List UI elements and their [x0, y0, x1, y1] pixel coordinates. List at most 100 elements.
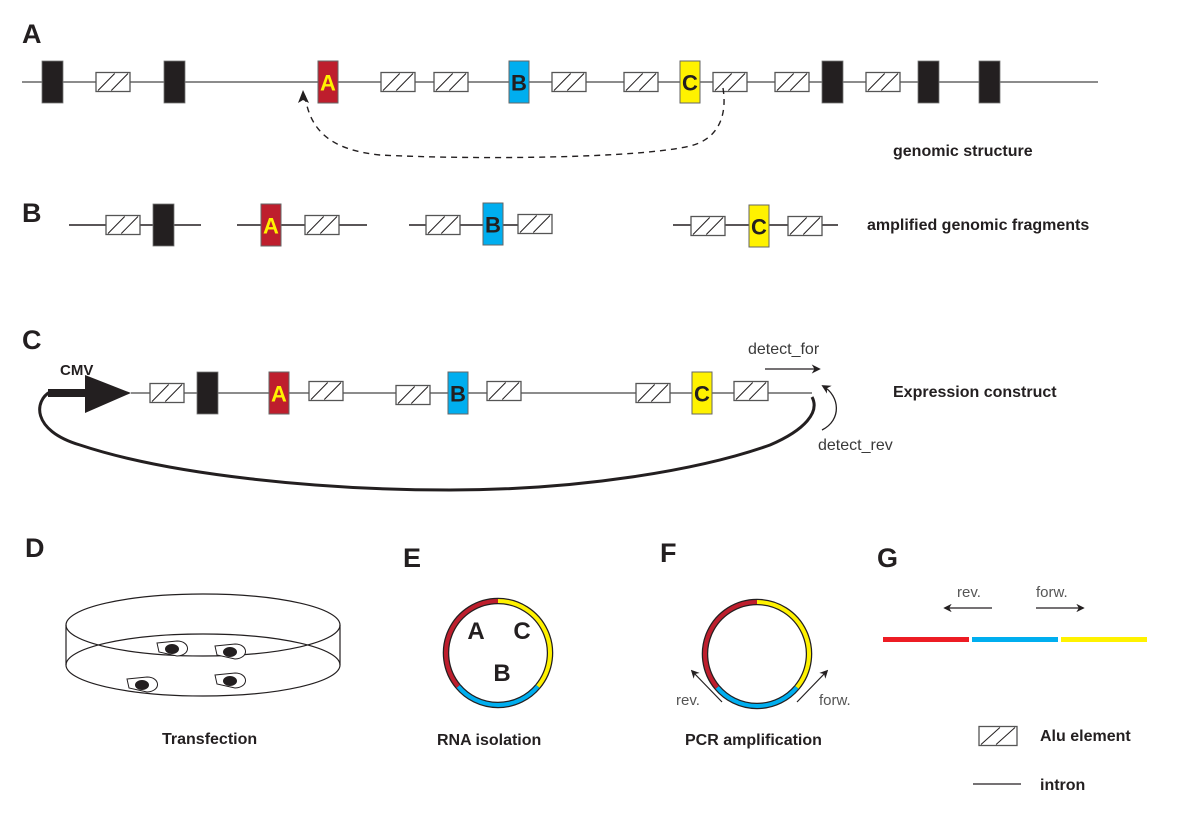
panel-g: G rev. forw. — [877, 543, 1147, 642]
constitutive-exon — [152, 203, 175, 247]
product-segment-c — [1061, 637, 1147, 642]
exon-label: C — [751, 215, 767, 240]
exon-label: B — [511, 71, 527, 96]
pcr-circle — [701, 598, 813, 710]
caption-amplified-fragments: amplified genomic fragments — [867, 217, 1089, 234]
alu-element-icon — [623, 71, 659, 93]
exon-a: A — [268, 371, 290, 415]
cell-icon — [214, 672, 246, 689]
constitutive-exon — [978, 60, 1001, 104]
circle-label-b: B — [493, 660, 510, 687]
panel-letter-g: G — [877, 543, 898, 573]
transcript-segment — [497, 599, 552, 688]
circle-label-c: C — [513, 618, 530, 645]
panel-letter-f: F — [660, 538, 677, 568]
exon-label: A — [271, 382, 287, 407]
legend: Alu element intron — [973, 725, 1131, 794]
petri-dish-icon — [65, 593, 341, 697]
alu-element-icon — [635, 382, 671, 404]
panel-b: B A B C amplified genomic fragments — [22, 198, 1089, 248]
exon-label: A — [263, 214, 279, 239]
transcript-segment — [756, 600, 811, 689]
exon-label: C — [682, 71, 698, 96]
transcript-segment — [703, 600, 758, 689]
caption-genomic-structure: genomic structure — [893, 143, 1033, 160]
circle-label-a: A — [467, 618, 484, 645]
transcript-segment — [456, 685, 540, 707]
alu-element-icon — [712, 71, 748, 93]
exon-label: A — [320, 71, 336, 96]
legend-alu-icon — [978, 725, 1018, 747]
panel-letter-b: B — [22, 198, 42, 228]
exon-label: B — [450, 382, 466, 407]
g-rev-label: rev. — [957, 584, 981, 601]
legend-intron-label: intron — [1040, 777, 1085, 794]
exon-c: C — [691, 371, 713, 415]
transcript-segment — [444, 599, 499, 688]
constitutive-exon — [917, 60, 940, 104]
alu-element-icon — [149, 382, 185, 404]
constitutive-exon — [163, 60, 186, 104]
exon-b: B — [482, 202, 504, 246]
alu-element-icon — [787, 215, 823, 237]
f-rev-label: rev. — [676, 692, 700, 709]
exon-a: A — [317, 60, 339, 104]
alu-element-icon — [308, 380, 344, 402]
constitutive-exon — [41, 60, 64, 104]
alu-element-icon — [517, 213, 553, 235]
exon-a: A — [260, 203, 282, 247]
constitutive-exon — [821, 60, 844, 104]
detect-rev-arrow-icon — [821, 385, 837, 431]
cmv-label: CMV — [60, 362, 93, 379]
alu-element-icon — [433, 71, 469, 93]
exon-b: B — [508, 60, 530, 104]
panel-f: F rev. forw. PCR amplification — [660, 538, 851, 749]
detect-rev-label: detect_rev — [818, 437, 893, 454]
panel-a: A A B C genomic structure — [22, 19, 1098, 160]
alu-element-icon — [425, 214, 461, 236]
cmv-promoter-arrow-icon — [85, 375, 131, 413]
caption-rna-isolation: RNA isolation — [437, 732, 541, 749]
alu-element-icon — [304, 214, 340, 236]
exon-c: C — [679, 60, 701, 104]
rev-primer-arrow-icon — [690, 669, 723, 703]
alu-element-icon — [380, 71, 416, 93]
f-forw-label: forw. — [819, 692, 851, 709]
g-forw-label: forw. — [1036, 584, 1068, 601]
alu-element-icon — [551, 71, 587, 93]
product-segment-a — [883, 637, 969, 642]
alu-element-icon — [395, 384, 431, 406]
panel-letter-c: C — [22, 325, 42, 355]
caption-expression-construct: Expression construct — [893, 384, 1057, 401]
caption-transfection: Transfection — [162, 731, 257, 748]
caption-pcr-amplification: PCR amplification — [685, 732, 822, 749]
panel-letter-e: E — [403, 543, 421, 573]
detect-for-label: detect_for — [748, 341, 820, 358]
panel-c: C CMV A B C detect_for detect_rev Expressi… — [22, 325, 1057, 492]
exon-c: C — [748, 204, 770, 248]
alu-element-icon — [865, 71, 901, 93]
splice-arrow — [304, 87, 725, 159]
panel-e: E A C B RNA isolation — [403, 543, 554, 749]
cell-icon — [126, 676, 158, 693]
panel-d: D Transfection — [25, 533, 341, 748]
alu-element-icon — [690, 215, 726, 237]
alu-element-icon — [486, 380, 522, 402]
exon-label: C — [694, 382, 710, 407]
transcript-segment — [715, 686, 799, 708]
forw-primer-arrow-icon — [796, 669, 829, 703]
panel-letter-d: D — [25, 533, 45, 563]
exon-b: B — [447, 371, 469, 415]
alu-element-icon — [105, 214, 141, 236]
alu-element-icon — [733, 380, 769, 402]
rna-circle — [442, 597, 554, 709]
alu-element-icon — [978, 725, 1018, 747]
alu-element-icon — [774, 71, 810, 93]
constitutive-exon — [196, 371, 219, 415]
cmv-promoter-body — [48, 389, 88, 397]
panel-letter-a: A — [22, 19, 42, 49]
alu-element-icon — [95, 71, 131, 93]
exon-label: B — [485, 213, 501, 238]
cell-icon — [214, 643, 246, 660]
